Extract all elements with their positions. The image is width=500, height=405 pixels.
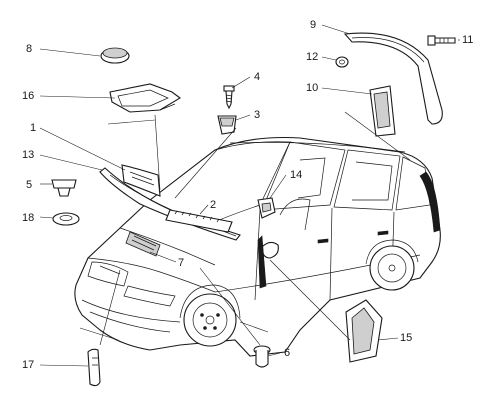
callout-13: 13 (22, 149, 34, 161)
callout-4: 4 (254, 71, 260, 83)
part-1-scuttle-panel (121, 164, 161, 197)
part-3-clip (217, 115, 237, 135)
part-11-bolt (427, 35, 456, 46)
callout-5: 5 (26, 179, 32, 191)
callout-8: 8 (26, 43, 32, 55)
callout-9: 9 (310, 19, 316, 31)
part-10-light-cover (369, 85, 396, 137)
callout-10: 10 (306, 82, 318, 94)
part-15-pillar-trim (345, 299, 383, 363)
callout-11: 11 (462, 34, 473, 46)
callout-1: 1 (30, 122, 36, 134)
callout-7: 7 (178, 257, 184, 269)
part-16-tray (109, 83, 181, 113)
part-5-fastener (51, 179, 77, 197)
callout-15: 15 (400, 332, 412, 344)
part-7-small-grille (125, 231, 161, 257)
leader-lines (39, 24, 460, 367)
part-12-nut (335, 56, 349, 68)
part-8-plug (100, 47, 130, 64)
callout-17: 17 (22, 359, 34, 371)
callout-14: 14 (290, 169, 302, 181)
callout-18: 18 (22, 212, 34, 224)
part-6-bump-stop (253, 345, 271, 368)
part-9-roof-trim (343, 32, 443, 125)
part-14-clip (257, 197, 276, 219)
part-17-hose (87, 348, 101, 387)
callout-6: 6 (284, 347, 290, 359)
part-2-grille-insert (165, 209, 233, 233)
part-4-screw (223, 85, 235, 110)
callout-16: 16 (22, 90, 34, 102)
callout-labels: 8 16 1 13 5 18 17 4 3 2 7 14 6 9 12 11 1… (22, 19, 473, 371)
callout-12: 12 (306, 51, 318, 63)
part-18-grommet (52, 212, 80, 226)
callout-3: 3 (254, 109, 260, 121)
callout-2: 2 (210, 199, 216, 211)
